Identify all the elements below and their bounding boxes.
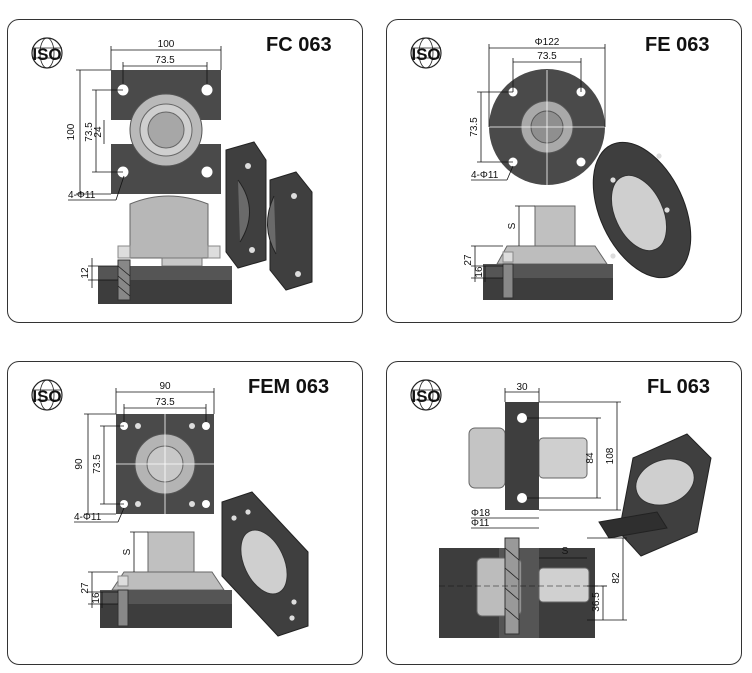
svg-text:ISO: ISO <box>411 387 440 406</box>
dim-height: 108 <box>605 447 616 464</box>
panel-fe063: ISO FE 063 Φ122 73.5 73.5 4-Φ11 <box>386 19 742 323</box>
dim-pitch: 84 <box>585 452 596 464</box>
svg-text:ISO: ISO <box>411 45 440 64</box>
fl063-drawing: 30 108 84 Φ18 Φ11 S 82 36.5 <box>439 382 712 638</box>
panel-title: FEM 063 <box>248 376 330 398</box>
dim-width: 30 <box>516 382 528 393</box>
dim-depth: 82 <box>611 572 622 584</box>
panel-fem063: ISO FEM 063 90 73.5 90 73.5 4-Φ11 <box>7 361 363 665</box>
dim-diameter: Φ122 <box>535 37 560 48</box>
dim-stroke: S <box>507 222 518 229</box>
iso-logo-icon: ISO <box>410 37 442 69</box>
dim-width: 100 <box>158 39 175 50</box>
dim-height: 100 <box>66 123 77 140</box>
dim-stroke: S <box>562 546 569 557</box>
cylinder-rod-end <box>147 531 195 573</box>
fc063-drawing: 100 73.5 100 73.5 24 4-Φ11 12 <box>66 39 313 304</box>
dim-bore: Φ18 <box>471 508 491 519</box>
dim-height: 90 <box>74 458 85 470</box>
cylinder-body <box>129 195 209 259</box>
iso-logo-icon: ISO <box>31 379 63 411</box>
dim-hole-pitch-x: 73.5 <box>155 397 175 408</box>
panel-fl063: ISO FL 063 30 108 84 Φ18 Φ11 <box>386 361 742 665</box>
dim-offset: 36.5 <box>591 592 602 612</box>
dim-hole-pitch-y: 73.5 <box>92 454 103 474</box>
dim-plate: 16 <box>91 592 102 604</box>
dim-plate: 16 <box>474 266 485 278</box>
panel-title: FE 063 <box>645 34 710 56</box>
panel-fc063: ISO FC 063 100 73.5 100 73.5 24 <box>7 19 363 323</box>
dim-hole-pitch-x: 73.5 <box>155 55 175 66</box>
cylinder-side-view <box>468 427 506 489</box>
dim-hole-pitch-y: 73.5 <box>84 122 95 142</box>
dim-width: 90 <box>159 381 171 392</box>
dim-holes: 4-Φ11 <box>74 512 102 523</box>
dim-holes: 4-Φ11 <box>471 170 499 181</box>
iso-logo-icon: ISO <box>31 37 63 69</box>
iso-logo-icon: ISO <box>410 379 442 411</box>
half-flange-right-3d <box>269 171 313 291</box>
svg-text:ISO: ISO <box>32 387 61 406</box>
panel-title: FL 063 <box>647 376 710 398</box>
dim-slot: 24 <box>93 126 104 138</box>
dim-stroke: S <box>122 548 133 555</box>
dim-plate: 12 <box>80 267 91 279</box>
dim-holes: 4-Φ11 <box>68 190 96 201</box>
dim-height2: 27 <box>80 582 91 594</box>
mount-plate-section <box>98 266 232 280</box>
dim-pitch-y: 73.5 <box>469 117 480 137</box>
dim-pitch: 73.5 <box>537 51 557 62</box>
panel-title: FC 063 <box>266 34 332 56</box>
fe063-drawing: Φ122 73.5 73.5 4-Φ11 S 27 16 <box>463 37 692 300</box>
dim-hole: Φ11 <box>471 518 490 529</box>
dim-height: 27 <box>463 254 474 266</box>
cylinder-rod-end <box>534 205 576 247</box>
fem063-drawing: 90 73.5 90 73.5 4-Φ11 S 27 16 <box>74 381 309 637</box>
svg-text:ISO: ISO <box>32 45 61 64</box>
